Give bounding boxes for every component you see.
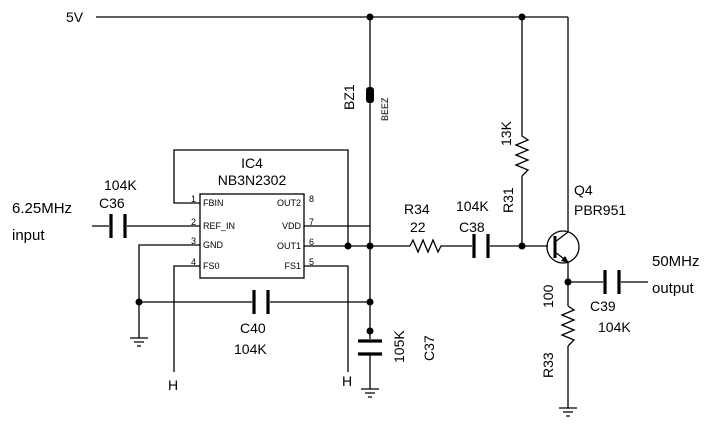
input-freq: 6.25MHz (12, 200, 72, 217)
ic-part: NB3N2302 (218, 172, 287, 188)
pin-num-6: 6 (309, 237, 314, 247)
r34-resistor (409, 238, 444, 254)
pin-name-ref-in: REF_IN (203, 221, 235, 231)
q4-transistor (546, 230, 580, 264)
r31-resistor (514, 135, 530, 177)
c40-value: 104K (234, 341, 267, 357)
ground-symbols (130, 337, 577, 417)
pin-num-3: 3 (191, 236, 196, 246)
ground-icon (361, 388, 379, 398)
c40-ref: C40 (240, 320, 266, 336)
pin-name-fs1: FS1 (284, 261, 301, 271)
c38-value: 104K (456, 198, 489, 214)
pin-num-4: 4 (191, 257, 196, 267)
capacitor-plates (109, 214, 621, 356)
pin-name-fbin: FBIN (203, 198, 224, 208)
r33-value: 100 (540, 284, 556, 308)
r33-ref: R33 (540, 352, 556, 378)
output-freq: 50MHz (652, 253, 700, 270)
q4-ref: Q4 (574, 182, 593, 198)
ic4-chip: IC4 NB3N2302 FBIN REF_IN GND FS0 OUT2 VD… (191, 155, 314, 279)
bz1-ref: BZ1 (341, 84, 357, 110)
rail-label: 5V (66, 9, 84, 25)
c36-ref: C36 (99, 195, 125, 211)
c37-value: 105K (391, 330, 407, 363)
wires (92, 16, 648, 408)
pin-name-out2: OUT2 (277, 198, 301, 208)
pin-name-gnd: GND (203, 240, 224, 250)
bz1-bead (366, 87, 374, 103)
c36-value: 104K (104, 177, 137, 193)
c39-capacitor (603, 270, 621, 294)
c39-value: 104K (598, 319, 631, 335)
c37-capacitor (358, 339, 382, 356)
pin-num-2: 2 (191, 217, 196, 227)
pin-num-7: 7 (309, 217, 314, 227)
ic-ref: IC4 (241, 155, 263, 171)
bz1-value: BEEZ (380, 97, 390, 121)
pin-name-out1: OUT1 (277, 241, 301, 251)
r33-resistor (560, 305, 576, 347)
junction-dots (135, 13, 572, 335)
q4-part: PBR951 (574, 202, 626, 218)
fs1-h-label: H (342, 373, 352, 389)
c38-capacitor (472, 234, 490, 258)
ic-body (199, 193, 305, 279)
c38-ref: C38 (459, 219, 485, 235)
pin-name-vdd: VDD (282, 221, 302, 231)
fs0-h-label: H (168, 377, 178, 393)
pin-num-5: 5 (309, 257, 314, 267)
pin-num-1: 1 (191, 194, 196, 204)
pin-name-fs0: FS0 (203, 261, 220, 271)
c37-ref: C37 (421, 335, 437, 361)
ground-icon (559, 407, 577, 417)
pin-num-8: 8 (309, 194, 314, 204)
r31-value: 13K (498, 120, 514, 146)
r34-value: 22 (410, 219, 426, 235)
r34-ref: R34 (404, 201, 430, 217)
c39-ref: C39 (590, 298, 616, 314)
c40-capacitor (252, 290, 270, 314)
input-label: input (12, 227, 45, 244)
resistors (409, 135, 576, 347)
output-label: output (652, 280, 695, 297)
r31-ref: R31 (500, 187, 516, 213)
ground-icon (130, 337, 148, 347)
c36-capacitor (109, 214, 127, 238)
